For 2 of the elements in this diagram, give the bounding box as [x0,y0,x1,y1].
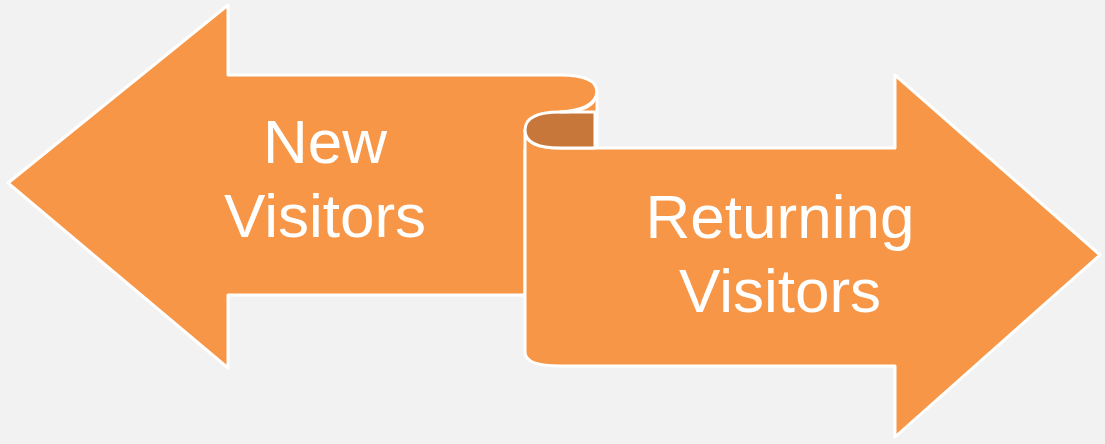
arrow-label: Returning Visitors [644,181,916,328]
arrow-label: New Visitors [222,106,428,253]
